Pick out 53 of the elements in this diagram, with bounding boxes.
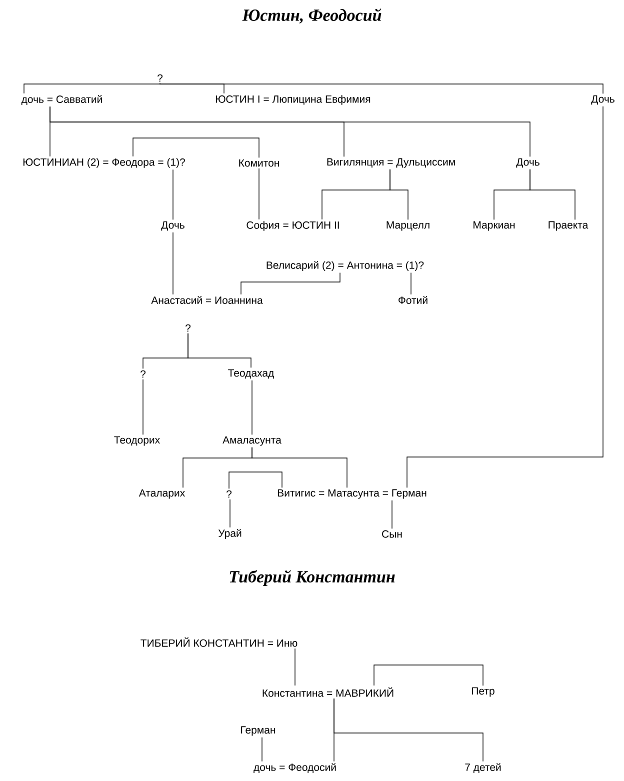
person-name: Велисарий (2) = Антонина = (1)?	[266, 261, 424, 271]
person-name: Маркиан	[474, 221, 515, 231]
person-name: ТИБЕРИЙ КОНСТАНТИН = Иню	[140, 637, 298, 647]
tree-line	[240, 272, 340, 295]
person-name: дочь = Феодосий	[254, 763, 336, 773]
person-name: Дочь	[161, 221, 184, 231]
person-name: Теодахад	[228, 369, 274, 379]
tree-line	[172, 232, 174, 295]
section-heading: Тиберий Константин	[230, 570, 395, 586]
person-name: ЮСТИНИАН (2) = Феодора = (1)?	[23, 158, 185, 168]
person-name: Петр	[472, 687, 494, 697]
person-name: Теодорих	[114, 436, 160, 446]
tree-line	[172, 169, 174, 220]
person-name: Урай	[218, 529, 242, 539]
person-name: ЮСТИН I = Люпицина Евфимия	[216, 95, 370, 105]
person-name: Дочь	[591, 95, 614, 105]
tree-line	[188, 333, 252, 368]
person-name: Герман	[241, 726, 276, 736]
person-name: Витигис = Матасунта = Герман	[278, 489, 426, 499]
person-name: ?	[158, 74, 163, 82]
tree-line	[334, 698, 484, 762]
tree-line	[228, 472, 282, 489]
person-name: Марцелл	[386, 221, 430, 231]
person-name: Фотий	[398, 296, 428, 304]
person-name: дочь = Савватий	[21, 95, 102, 105]
person-name: Комитон	[239, 159, 279, 167]
tree-line	[132, 138, 260, 158]
tree-line	[374, 664, 484, 686]
tree-line	[252, 447, 348, 488]
person-name: Константина = МАВРИКИЙ	[262, 687, 394, 697]
person-name: Вигилянция = Дульциссим	[327, 158, 455, 168]
person-name: Праекта	[548, 221, 588, 231]
tree-line	[406, 106, 604, 488]
person-name: 7 детей	[465, 763, 501, 773]
tree-line	[160, 83, 604, 94]
diagram-title: Юстин, Феодосий	[242, 8, 382, 24]
person-name: Амаласунта	[222, 436, 282, 446]
tree-line	[390, 169, 408, 220]
person-name: ?	[186, 324, 191, 332]
person-name: Анастасий = Иоаннина	[151, 296, 263, 304]
tree-line	[142, 379, 144, 435]
person-name: Аталарих	[138, 489, 185, 499]
person-name: Сын	[382, 530, 402, 538]
person-name: Дочь	[516, 158, 540, 168]
person-name: ?	[140, 370, 146, 378]
person-name: София = ЮСТИН II	[246, 221, 339, 231]
person-name: ?	[226, 490, 232, 498]
tree-line	[258, 168, 260, 220]
tree-line	[294, 648, 296, 686]
tree-line	[24, 83, 160, 94]
tree-line	[50, 106, 530, 157]
tree-line	[410, 272, 412, 295]
tree-line	[530, 169, 576, 220]
